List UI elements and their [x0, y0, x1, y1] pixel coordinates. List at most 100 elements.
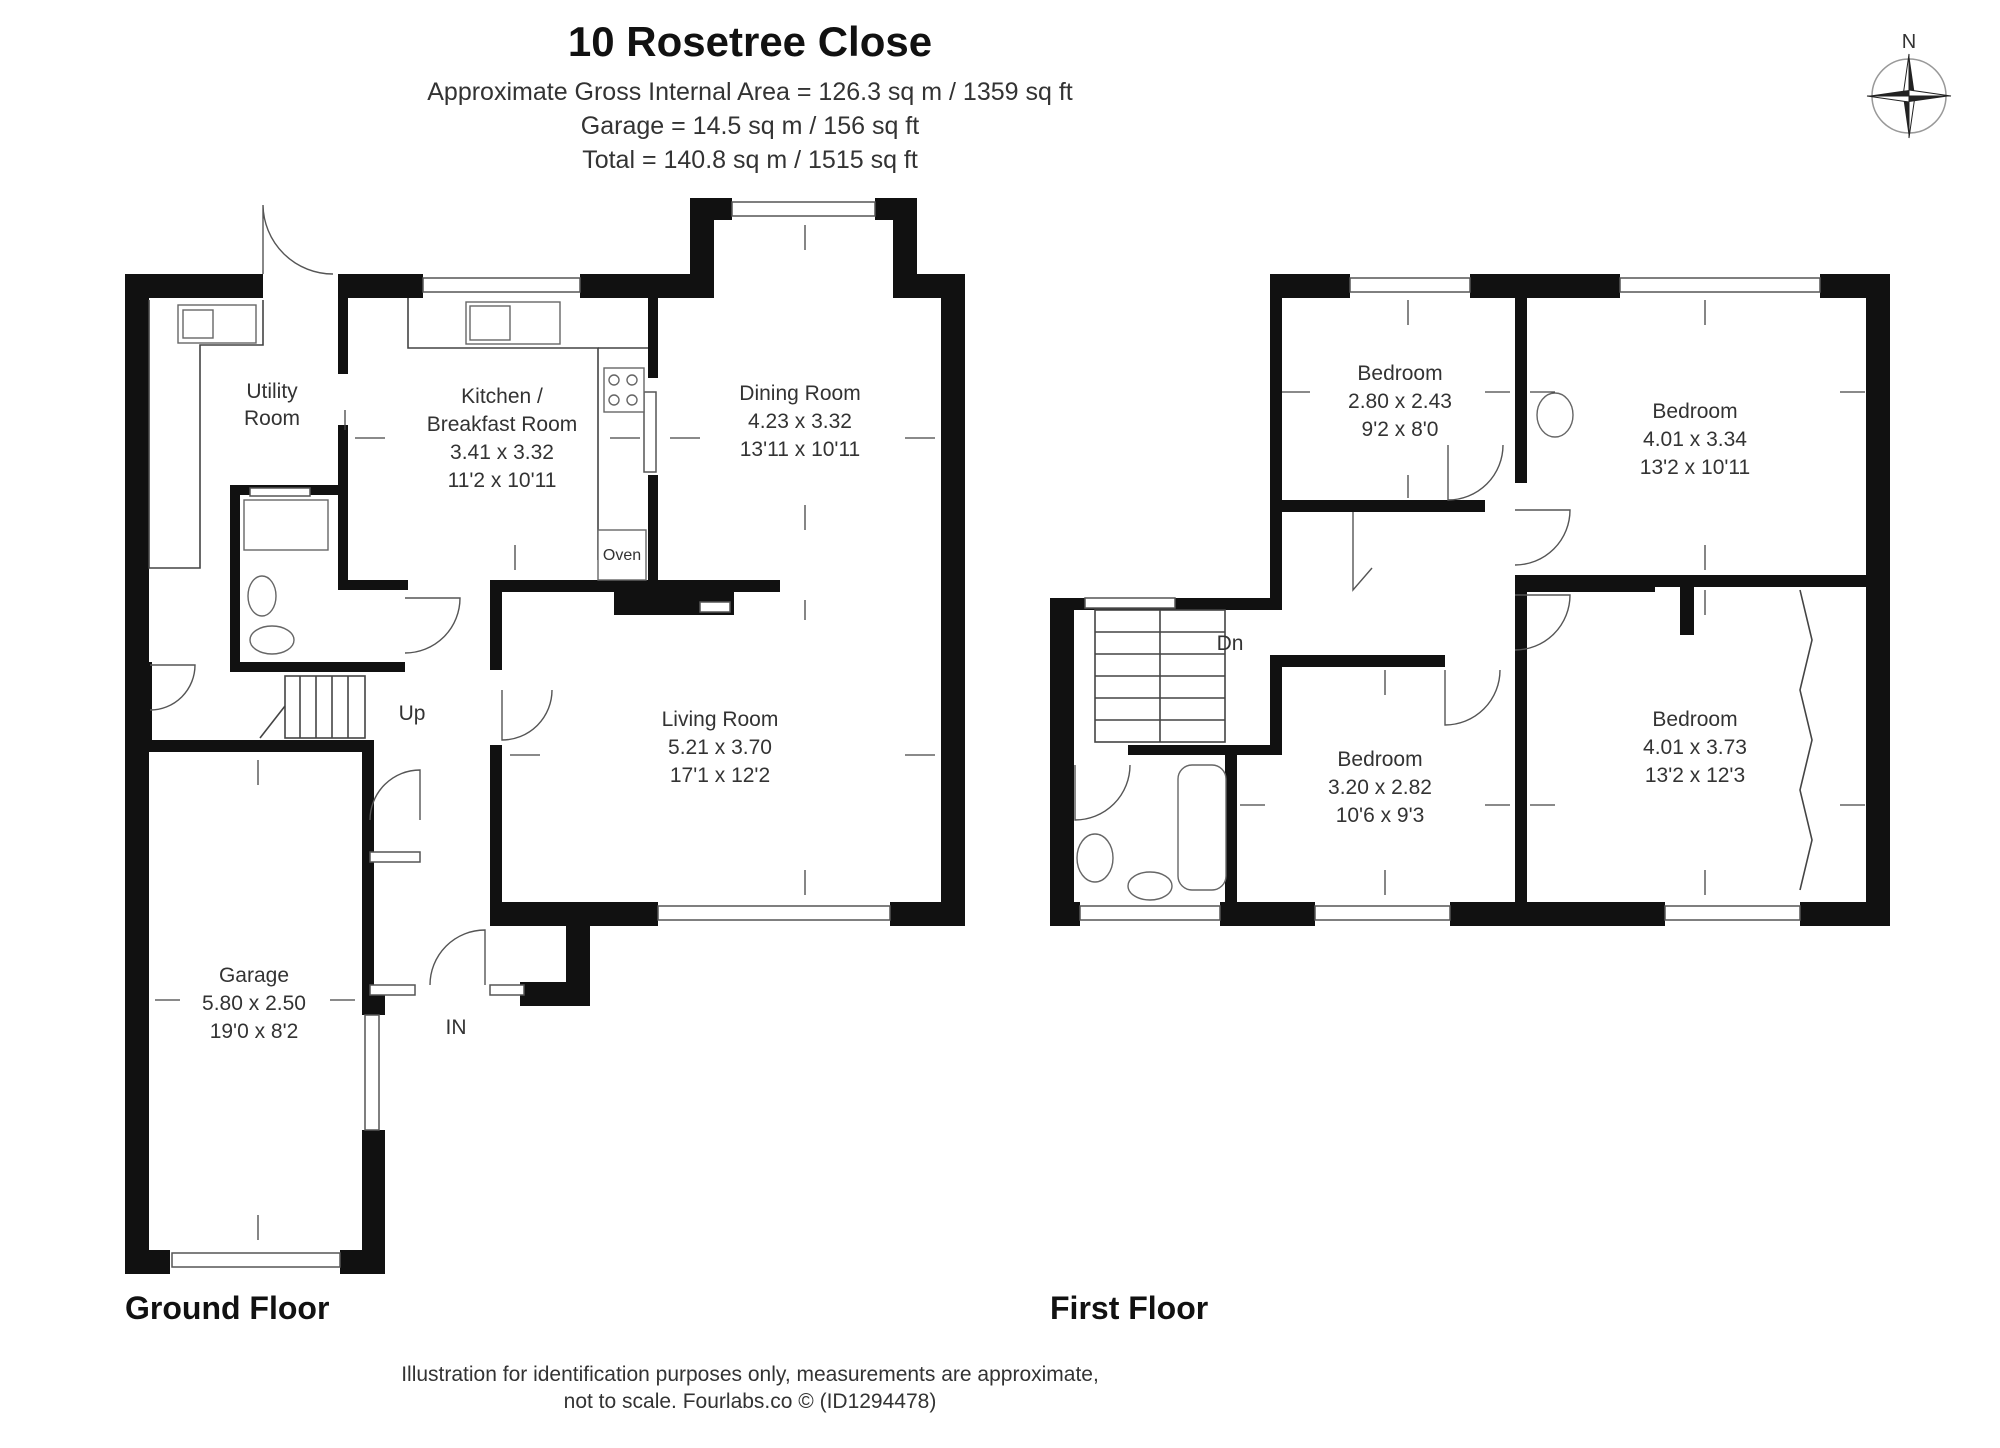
wall	[1050, 598, 1074, 926]
wall	[580, 274, 690, 298]
toilet	[1076, 833, 1114, 883]
bedroom-bottom-right-name: Bedroom	[1652, 708, 1737, 731]
back-door-swing	[262, 204, 334, 275]
dimension-arrows	[1240, 300, 1865, 895]
wall	[1270, 655, 1282, 755]
wall	[149, 740, 369, 752]
basin	[1127, 871, 1173, 901]
wall	[1270, 500, 1485, 512]
ground-stairs	[259, 675, 366, 739]
bedroom-top-right-name: Bedroom	[1652, 400, 1737, 423]
wall	[1800, 902, 1890, 926]
wall	[648, 475, 658, 585]
wall	[941, 274, 965, 926]
wall	[520, 982, 590, 1006]
window	[731, 201, 876, 217]
utility-room-name-2: Room	[244, 407, 300, 430]
wall	[1515, 580, 1527, 915]
wall	[890, 902, 965, 926]
stairs-up-label: Up	[399, 702, 426, 725]
living-room-metric: 5.21 x 3.70	[668, 736, 772, 759]
window	[489, 984, 525, 996]
wall	[125, 274, 263, 298]
bedroom-small-name: Bedroom	[1357, 362, 1442, 385]
wall	[338, 274, 423, 298]
wall	[1270, 274, 1282, 610]
bedroom-middle-imperial: 10'6 x 9'3	[1336, 804, 1425, 827]
dining-room-imperial: 13'11 x 10'11	[740, 438, 861, 461]
bath	[1177, 764, 1227, 891]
oven	[597, 529, 647, 581]
bedroom-bottom-right-metric: 4.01 x 3.73	[1643, 736, 1747, 759]
kitchen-name: Kitchen /	[461, 385, 543, 408]
disclaimer-line-1: Illustration for identification purposes…	[401, 1363, 1099, 1386]
door-swing	[404, 597, 461, 654]
stairs-down-label: Dn	[1217, 632, 1244, 655]
wall	[490, 745, 502, 915]
bedroom-middle-name: Bedroom	[1337, 748, 1422, 771]
window	[369, 851, 421, 863]
wall	[338, 274, 348, 374]
north-label: N	[1902, 31, 1916, 53]
window	[1619, 277, 1821, 293]
door-swing	[1447, 444, 1504, 501]
dimension-arrows	[155, 225, 935, 1240]
total-area-text: Total = 140.8 sq m / 1515 sq ft	[582, 146, 918, 174]
door-swing	[1444, 669, 1501, 726]
wall	[1680, 575, 1694, 635]
page-title: 10 Rosetree Close	[567, 18, 933, 65]
first-stairs	[1094, 609, 1226, 743]
entrance-door-swing	[429, 929, 486, 986]
bedroom-small-metric: 2.80 x 2.43	[1348, 390, 1452, 413]
door-swing	[501, 689, 553, 741]
ground-floor-plan: Oven Utility Room Kitch	[125, 198, 965, 1274]
window	[422, 277, 581, 293]
wall	[1270, 274, 1350, 298]
garage-imperial: 19'0 x 8'2	[210, 1020, 299, 1043]
kitchen-worktop	[407, 298, 599, 560]
bedroom-middle-metric: 3.20 x 2.82	[1328, 776, 1432, 799]
garage-metric: 5.80 x 2.50	[202, 992, 306, 1015]
toilet	[249, 625, 295, 655]
door-swing	[149, 664, 196, 711]
utility-worktop	[148, 300, 264, 569]
wall	[1270, 655, 1445, 667]
disclaimer-line-2: not to scale. Fourlabs.co © (ID1294478)	[563, 1390, 937, 1413]
wall	[490, 580, 502, 670]
kitchen-name-2: Breakfast Room	[427, 413, 578, 436]
sink-bowl	[469, 305, 511, 341]
kitchen-metric: 3.41 x 3.32	[450, 441, 554, 464]
garage-area-text: Garage = 14.5 sq m / 156 sq ft	[580, 112, 920, 140]
ground-floor-label: Ground Floor	[125, 1290, 330, 1326]
bedroom-top-right-imperial: 13'2 x 10'11	[1640, 456, 1750, 479]
living-room-name: Living Room	[662, 708, 779, 731]
wall	[338, 580, 408, 590]
sink-bowl	[182, 309, 214, 339]
door-swing	[1352, 512, 1373, 592]
wall	[1866, 274, 1890, 926]
dining-room-metric: 4.23 x 3.32	[748, 410, 852, 433]
dining-room-name: Dining Room	[739, 382, 860, 405]
shower-tray	[243, 499, 329, 551]
window	[171, 1252, 341, 1268]
window	[699, 601, 731, 613]
window	[1079, 905, 1221, 921]
wall	[362, 1130, 385, 1274]
door-swing	[369, 769, 421, 821]
living-room-imperial: 17'1 x 12'2	[670, 764, 770, 787]
wall	[125, 1250, 170, 1274]
wall	[1225, 745, 1237, 915]
oven-label: Oven	[603, 547, 641, 564]
wardrobe-doors	[1799, 589, 1813, 891]
window	[643, 391, 657, 473]
bedroom-top-right-metric: 4.01 x 3.34	[1643, 428, 1747, 451]
wall	[230, 662, 405, 672]
wall	[230, 485, 240, 670]
entrance-label: IN	[446, 1016, 467, 1039]
wall	[648, 298, 658, 378]
window	[657, 905, 891, 921]
utility-room-name: Utility	[246, 380, 298, 403]
wall	[1515, 298, 1527, 483]
wall	[1450, 902, 1665, 926]
